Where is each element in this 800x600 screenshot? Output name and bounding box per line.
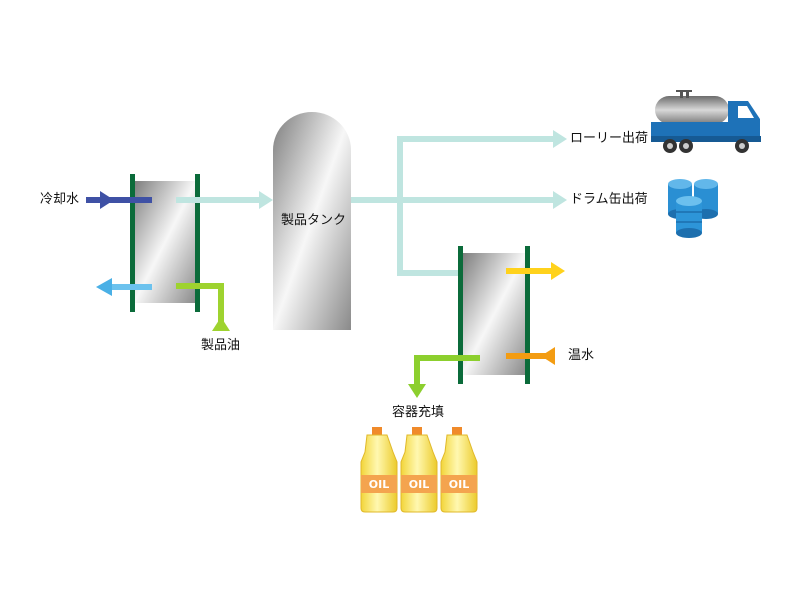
cooling-water-label: 冷却水 (40, 192, 80, 207)
warm-water-in-arrow (541, 347, 555, 365)
warm-water-out-arrow (551, 262, 565, 280)
drums-icon (668, 179, 718, 238)
oil-bottle-icon: OIL (360, 427, 398, 513)
heat-exchanger-warmer (458, 246, 530, 384)
drum-shipment-label: ドラム缶出荷 (570, 192, 648, 207)
distribution-lines (351, 136, 555, 276)
filling-line (414, 270, 480, 386)
warm-water-label: 温水 (568, 348, 595, 363)
cooling-water-out-arrow (96, 278, 112, 296)
cooling-water-line (86, 197, 152, 290)
oil-bottle-label: OIL (409, 478, 429, 491)
product-oil-label: 製品油 (201, 338, 241, 353)
oil-bottle-icon: OIL (400, 427, 438, 513)
oil-bottle-label: OIL (369, 478, 389, 491)
cooling-water-in-arrow (100, 191, 114, 209)
oil-bottle-label: OIL (449, 478, 469, 491)
heat-exchanger-cooler (130, 174, 200, 312)
container-filling-label: 容器充填 (392, 405, 445, 420)
product-tank-label: 製品タンク (281, 213, 347, 228)
product-tank (273, 112, 351, 330)
product-oil-in-arrow (212, 317, 230, 331)
oil-bottle-icon: OIL (440, 427, 478, 513)
product-oil-line (176, 197, 262, 322)
filling-arrow (408, 384, 426, 398)
drum-arrow (553, 191, 567, 209)
tanker-truck-icon (651, 90, 761, 153)
tank-inlet-arrow (259, 191, 273, 209)
lorry-shipment-label: ローリー出荷 (570, 131, 649, 146)
lorry-arrow (553, 130, 567, 148)
